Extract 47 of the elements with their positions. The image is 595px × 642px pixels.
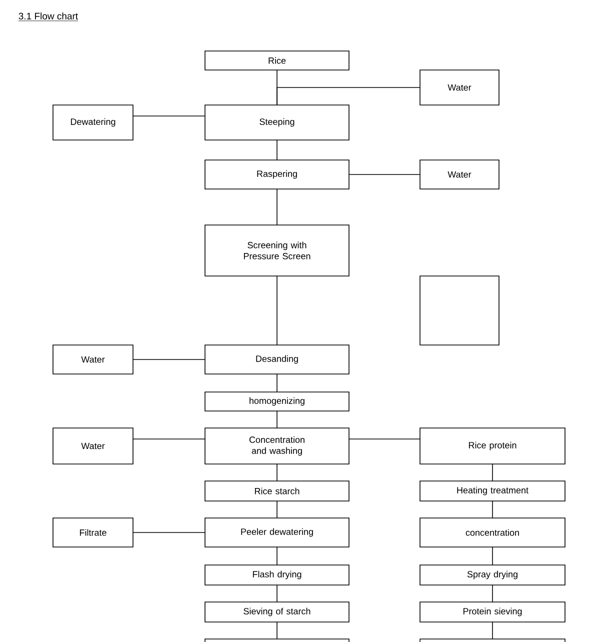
process-box: Heating treatment <box>420 480 566 502</box>
connector-line <box>492 500 493 518</box>
process-box: homogenizing <box>204 392 350 412</box>
process-box: Dewatering <box>52 104 134 140</box>
connector-line <box>276 374 278 392</box>
process-box: Water <box>52 428 134 464</box>
connector-line <box>276 584 278 602</box>
process-box: concentration <box>420 518 566 548</box>
connector-line <box>276 276 278 346</box>
connector-line <box>492 546 493 566</box>
empty-box <box>420 276 500 346</box>
connector-line <box>492 622 493 640</box>
empty-box <box>420 638 566 642</box>
connector-line <box>276 140 278 160</box>
connector-line <box>132 532 206 533</box>
process-box: Raspering <box>204 160 350 190</box>
process-box: Water <box>420 70 500 106</box>
process-box: Sieving of starch <box>204 602 350 622</box>
empty-box <box>204 638 350 642</box>
connector-line <box>348 174 420 175</box>
connector-line <box>276 500 278 518</box>
process-box: Water <box>52 344 134 374</box>
connector-line <box>276 622 278 640</box>
process-box: Steeping <box>204 104 350 140</box>
connector-line <box>132 438 206 440</box>
connector-line <box>276 410 278 428</box>
connector-line <box>276 464 278 482</box>
connector-line <box>276 188 278 226</box>
process-box: Flash drying <box>204 564 350 586</box>
heading: 3.1 Flow chart <box>18 12 78 22</box>
process-box: Rice starch <box>204 480 350 502</box>
process-box: Spray drying <box>420 564 566 586</box>
connector-line <box>348 438 420 440</box>
process-box: Filtrate <box>52 518 134 548</box>
process-box: Concentration and washing <box>204 428 350 464</box>
connector-line <box>276 87 420 106</box>
process-box: Water <box>420 160 500 190</box>
connector-line <box>492 584 493 602</box>
process-box: Protein sieving <box>420 602 566 622</box>
process-box: Desanding <box>204 344 350 374</box>
process-box: Peeler dewatering <box>204 518 350 548</box>
connector-line <box>276 546 278 566</box>
process-box: Rice protein <box>420 428 566 464</box>
connector-line <box>132 359 206 360</box>
process-box: Screening with Pressure Screen <box>204 224 350 276</box>
connector-line <box>492 464 493 482</box>
process-box: Rice <box>204 50 350 70</box>
